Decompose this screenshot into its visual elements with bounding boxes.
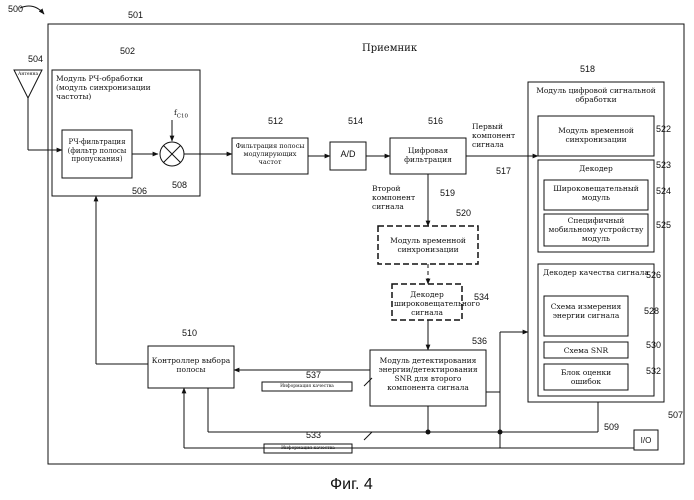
ref-509: 509 bbox=[604, 422, 619, 432]
ref-504: 504 bbox=[28, 54, 43, 64]
ref-510: 510 bbox=[182, 328, 197, 338]
snr-scheme-label: Схема SNR bbox=[546, 346, 626, 355]
ref-512: 512 bbox=[268, 116, 283, 126]
ref-524: 524 bbox=[656, 186, 671, 196]
band-controller-label: Контроллер выбора полосы bbox=[150, 356, 232, 374]
detection-module-label: Модуль детектирования энергии/детектиров… bbox=[372, 356, 484, 392]
ref-530: 530 bbox=[646, 340, 661, 350]
io-label: I/O bbox=[634, 436, 658, 445]
ref-516: 516 bbox=[428, 116, 443, 126]
antenna-label: Антенна bbox=[18, 72, 38, 77]
mobile-module-label: Специфичный мобильному устройству модуль bbox=[546, 216, 646, 243]
time-sync-2-label: Модуль временной синхронизации bbox=[380, 236, 476, 254]
figure-pointer-arrow bbox=[20, 6, 44, 14]
ref-525: 525 bbox=[656, 220, 671, 230]
dsp-module-label: Модуль цифровой сигнальной обработки bbox=[530, 86, 662, 104]
ref-501: 501 bbox=[128, 10, 143, 20]
ref-519: 519 bbox=[440, 188, 455, 198]
ref-536: 536 bbox=[472, 336, 487, 346]
decoder-label: Декодер bbox=[540, 164, 652, 173]
ref-523: 523 bbox=[656, 160, 671, 170]
ref-507: 507 bbox=[668, 410, 683, 420]
digital-filter-label: Цифровая фильтрация bbox=[393, 146, 463, 164]
figure-caption: Фиг. 4 bbox=[330, 476, 373, 494]
ref-532: 532 bbox=[646, 366, 661, 376]
time-sync-1-label: Модуль временной синхронизации bbox=[540, 126, 652, 144]
ref-502: 502 bbox=[120, 46, 135, 56]
ref-514: 514 bbox=[348, 116, 363, 126]
ref-500: 500 bbox=[8, 4, 23, 14]
ref-533: 533 bbox=[306, 430, 321, 440]
ref-506: 506 bbox=[132, 186, 147, 196]
error-block-label: Блок оценки ошибок bbox=[546, 368, 626, 386]
adc-label: A/D bbox=[330, 150, 366, 159]
broadcast-module-label: Широковещательный модуль bbox=[548, 184, 644, 202]
band-filter-label: Фильтрация полосы модулирующих частот bbox=[233, 142, 307, 166]
second-component-label: Второй компонент сигнала bbox=[372, 184, 428, 211]
ref-518: 518 bbox=[580, 64, 595, 74]
ref-528: 528 bbox=[644, 306, 659, 316]
quality-info-1-label: Информация качества bbox=[262, 384, 352, 389]
first-component-label: Первый компонент сигнала bbox=[472, 122, 528, 149]
ref-520: 520 bbox=[456, 208, 471, 218]
rf-module-label: Модуль РЧ-обработки (модуль синхронизаци… bbox=[56, 74, 166, 101]
quality-decoder-label: Декодер качества сигнала bbox=[540, 268, 652, 277]
mixer-freq: fC10 bbox=[174, 108, 188, 122]
receiver-title: Приемник bbox=[362, 44, 417, 53]
broadcast-decoder-label: Декодер широковещательного сигнала bbox=[394, 290, 460, 317]
ref-508: 508 bbox=[172, 180, 187, 190]
rf-filter-label: РЧ-фильтрация (фильтр полосы пропускания… bbox=[63, 138, 131, 164]
ref-517: 517 bbox=[496, 166, 511, 176]
energy-scheme-label: Схема измерения энергии сигнала bbox=[546, 302, 626, 320]
ref-537: 537 bbox=[306, 370, 321, 380]
quality-info-2-label: Информация качества bbox=[264, 446, 352, 451]
ref-522: 522 bbox=[656, 124, 671, 134]
